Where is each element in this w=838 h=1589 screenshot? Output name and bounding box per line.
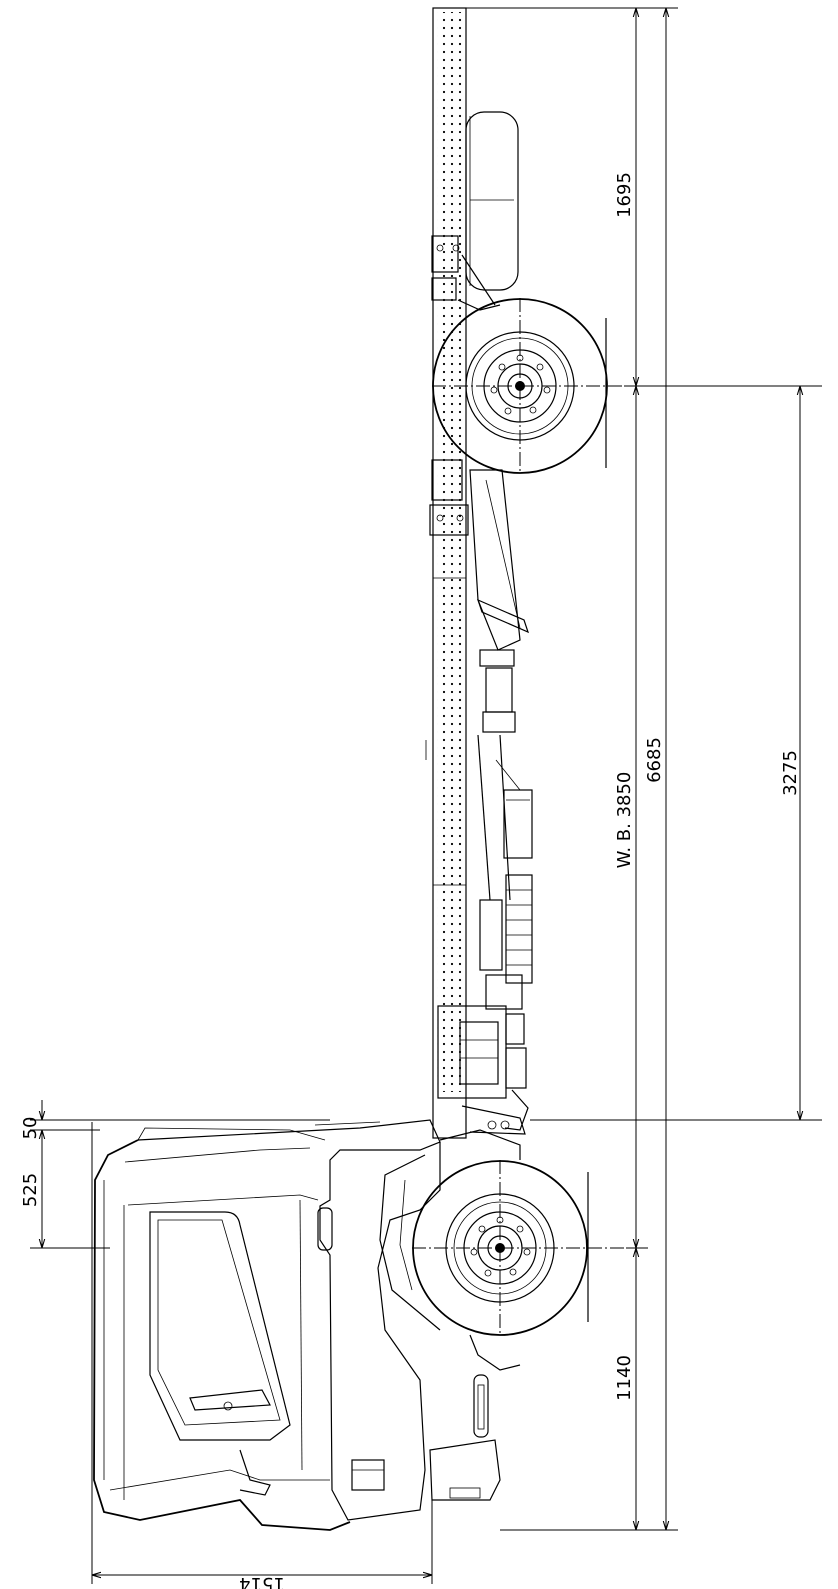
cab-offset-label: 50 — [20, 1117, 41, 1140]
wheelbase-label: W. B. 3850 — [614, 772, 635, 869]
cab — [93, 1119, 501, 1531]
cab-to-front-axle-label: 525 — [20, 1173, 41, 1207]
cab-length-label: 1514 — [239, 1573, 285, 1589]
center-lines — [412, 298, 626, 1336]
extension-lines — [30, 7, 822, 1584]
front-overhang-label: 1140 — [614, 1355, 635, 1401]
dimension-lines — [42, 8, 800, 1575]
cab-to-rear-axle-label: 3275 — [780, 750, 801, 796]
engine-block — [437, 1005, 529, 1135]
drivetrain — [469, 469, 533, 1010]
chassis-frame — [425, 7, 467, 1139]
dimension-labels: 1695 W. B. 3850 6685 3275 1140 50 525 15… — [20, 172, 801, 1589]
frame-brackets — [429, 235, 501, 536]
overall-length-label: 6685 — [644, 737, 665, 783]
front-wheel — [379, 1129, 589, 1371]
spare-wheel — [465, 111, 519, 291]
rear-overhang-label: 1695 — [614, 172, 635, 218]
